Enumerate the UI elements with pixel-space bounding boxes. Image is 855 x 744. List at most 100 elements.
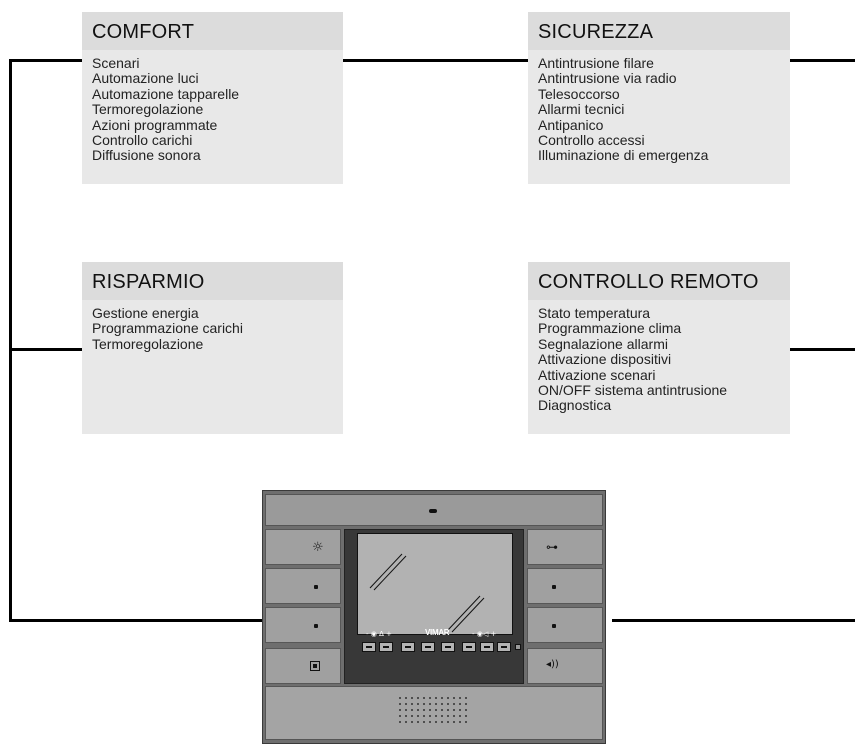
- dot-icon: [314, 585, 318, 589]
- grille-hole: [417, 703, 419, 705]
- list-item: Programmazione carichi: [92, 320, 243, 337]
- category-list: Scenari Automazione luci Automazione tap…: [82, 50, 343, 164]
- connector-comfort-left: [9, 59, 82, 62]
- grille-hole: [405, 709, 407, 711]
- grille-hole: [405, 721, 407, 723]
- grille-hole: [435, 709, 437, 711]
- right-button-3[interactable]: [527, 607, 603, 643]
- speaker-button[interactable]: ◂)): [527, 648, 603, 684]
- list-item: Diagnostica: [538, 397, 612, 414]
- dot-icon: [552, 585, 556, 589]
- grille-hole: [399, 703, 401, 705]
- list-item: Automazione tapparelle: [92, 85, 240, 102]
- control-key-3[interactable]: [401, 642, 415, 652]
- key-icon: ⊶: [546, 540, 558, 554]
- list-item: Attivazione dispositivi: [538, 351, 672, 368]
- list-item: Controllo carichi: [92, 132, 193, 149]
- control-key-5[interactable]: [441, 642, 455, 652]
- list-item: Allarmi tecnici: [538, 101, 625, 118]
- category-list: Gestione energia Programmazione carichi …: [82, 300, 343, 352]
- grille-hole: [423, 703, 425, 705]
- left-button-2[interactable]: [265, 568, 341, 604]
- grille-hole: [459, 697, 461, 699]
- list-item: ON/OFF sistema antintrusione: [538, 382, 728, 399]
- grille-hole: [435, 697, 437, 699]
- grille-hole: [417, 697, 419, 699]
- grille-hole: [423, 709, 425, 711]
- camera-button[interactable]: [265, 648, 341, 684]
- camera-icon: [310, 661, 320, 671]
- control-key-6[interactable]: [462, 642, 476, 652]
- grille-hole: [435, 703, 437, 705]
- list-item: Termoregolazione: [92, 101, 204, 118]
- light-icon: ☼: [312, 540, 324, 555]
- left-control-label: - ◉ ∆ +: [366, 630, 392, 638]
- list-item: Gestione energia: [92, 305, 199, 321]
- grille-hole: [453, 703, 455, 705]
- grille-hole: [417, 721, 419, 723]
- list-item: Antintrusione filare: [538, 55, 654, 71]
- grille-hole: [399, 721, 401, 723]
- grille-hole: [447, 715, 449, 717]
- list-item: Stato temperatura: [538, 305, 651, 321]
- grille-hole: [411, 709, 413, 711]
- grille-hole: [441, 709, 443, 711]
- grille-hole: [453, 721, 455, 723]
- grille-hole: [465, 697, 467, 699]
- list-item: Termoregolazione: [92, 335, 204, 352]
- connector-comfort-sicurezza: [343, 59, 528, 62]
- dot-icon: [552, 624, 556, 628]
- grille-hole: [453, 697, 455, 699]
- grille-hole: [435, 715, 437, 717]
- grille-hole: [423, 697, 425, 699]
- list-item: Antintrusione via radio: [538, 70, 677, 87]
- grille-hole: [441, 703, 443, 705]
- grille-hole: [411, 697, 413, 699]
- grille-hole: [429, 697, 431, 699]
- grille-hole: [435, 721, 437, 723]
- grille-hole: [459, 709, 461, 711]
- grille-hole: [429, 709, 431, 711]
- grille-hole: [423, 721, 425, 723]
- category-box-controllo-remoto: CONTROLLO REMOTO Stato temperatura Progr…: [528, 262, 790, 434]
- list-item: Controllo accessi: [538, 132, 645, 149]
- grille-hole: [429, 721, 431, 723]
- category-list: Antintrusione filare Antintrusione via r…: [528, 50, 790, 164]
- indicator-led: [515, 644, 521, 650]
- grille-hole: [465, 721, 467, 723]
- control-key-2[interactable]: [379, 642, 393, 652]
- control-key-8[interactable]: [497, 642, 511, 652]
- grille-hole: [459, 715, 461, 717]
- status-led: [429, 509, 437, 513]
- left-button-3[interactable]: [265, 607, 341, 643]
- display-screen: [357, 533, 513, 635]
- grille-hole: [441, 721, 443, 723]
- grille-hole: [411, 715, 413, 717]
- connector-left-vertical: [9, 59, 12, 622]
- category-box-comfort: COMFORT Scenari Automazione luci Automaz…: [82, 12, 343, 184]
- grille-hole: [423, 715, 425, 717]
- light-button[interactable]: ☼: [265, 529, 341, 565]
- grille-hole: [411, 721, 413, 723]
- grille-hole: [441, 715, 443, 717]
- dot-icon: [314, 624, 318, 628]
- category-title: RISPARMIO: [82, 262, 343, 300]
- grille-hole: [459, 703, 461, 705]
- control-key-4[interactable]: [421, 642, 435, 652]
- control-key-7[interactable]: [480, 642, 494, 652]
- grille-hole: [465, 715, 467, 717]
- connector-remoto-right: [790, 348, 855, 351]
- grille-hole: [465, 709, 467, 711]
- control-key-1[interactable]: [362, 642, 376, 652]
- list-item: Scenari: [92, 55, 140, 71]
- grille-hole: [417, 715, 419, 717]
- right-button-2[interactable]: [527, 568, 603, 604]
- connector-sicurezza-right: [790, 59, 855, 62]
- grille-hole: [447, 721, 449, 723]
- device-top-panel: [265, 494, 603, 526]
- list-item: Illuminazione di emergenza: [538, 147, 709, 164]
- grille-hole: [459, 721, 461, 723]
- grille-hole: [399, 709, 401, 711]
- door-open-button[interactable]: ⊶: [527, 529, 603, 565]
- grille-hole: [399, 697, 401, 699]
